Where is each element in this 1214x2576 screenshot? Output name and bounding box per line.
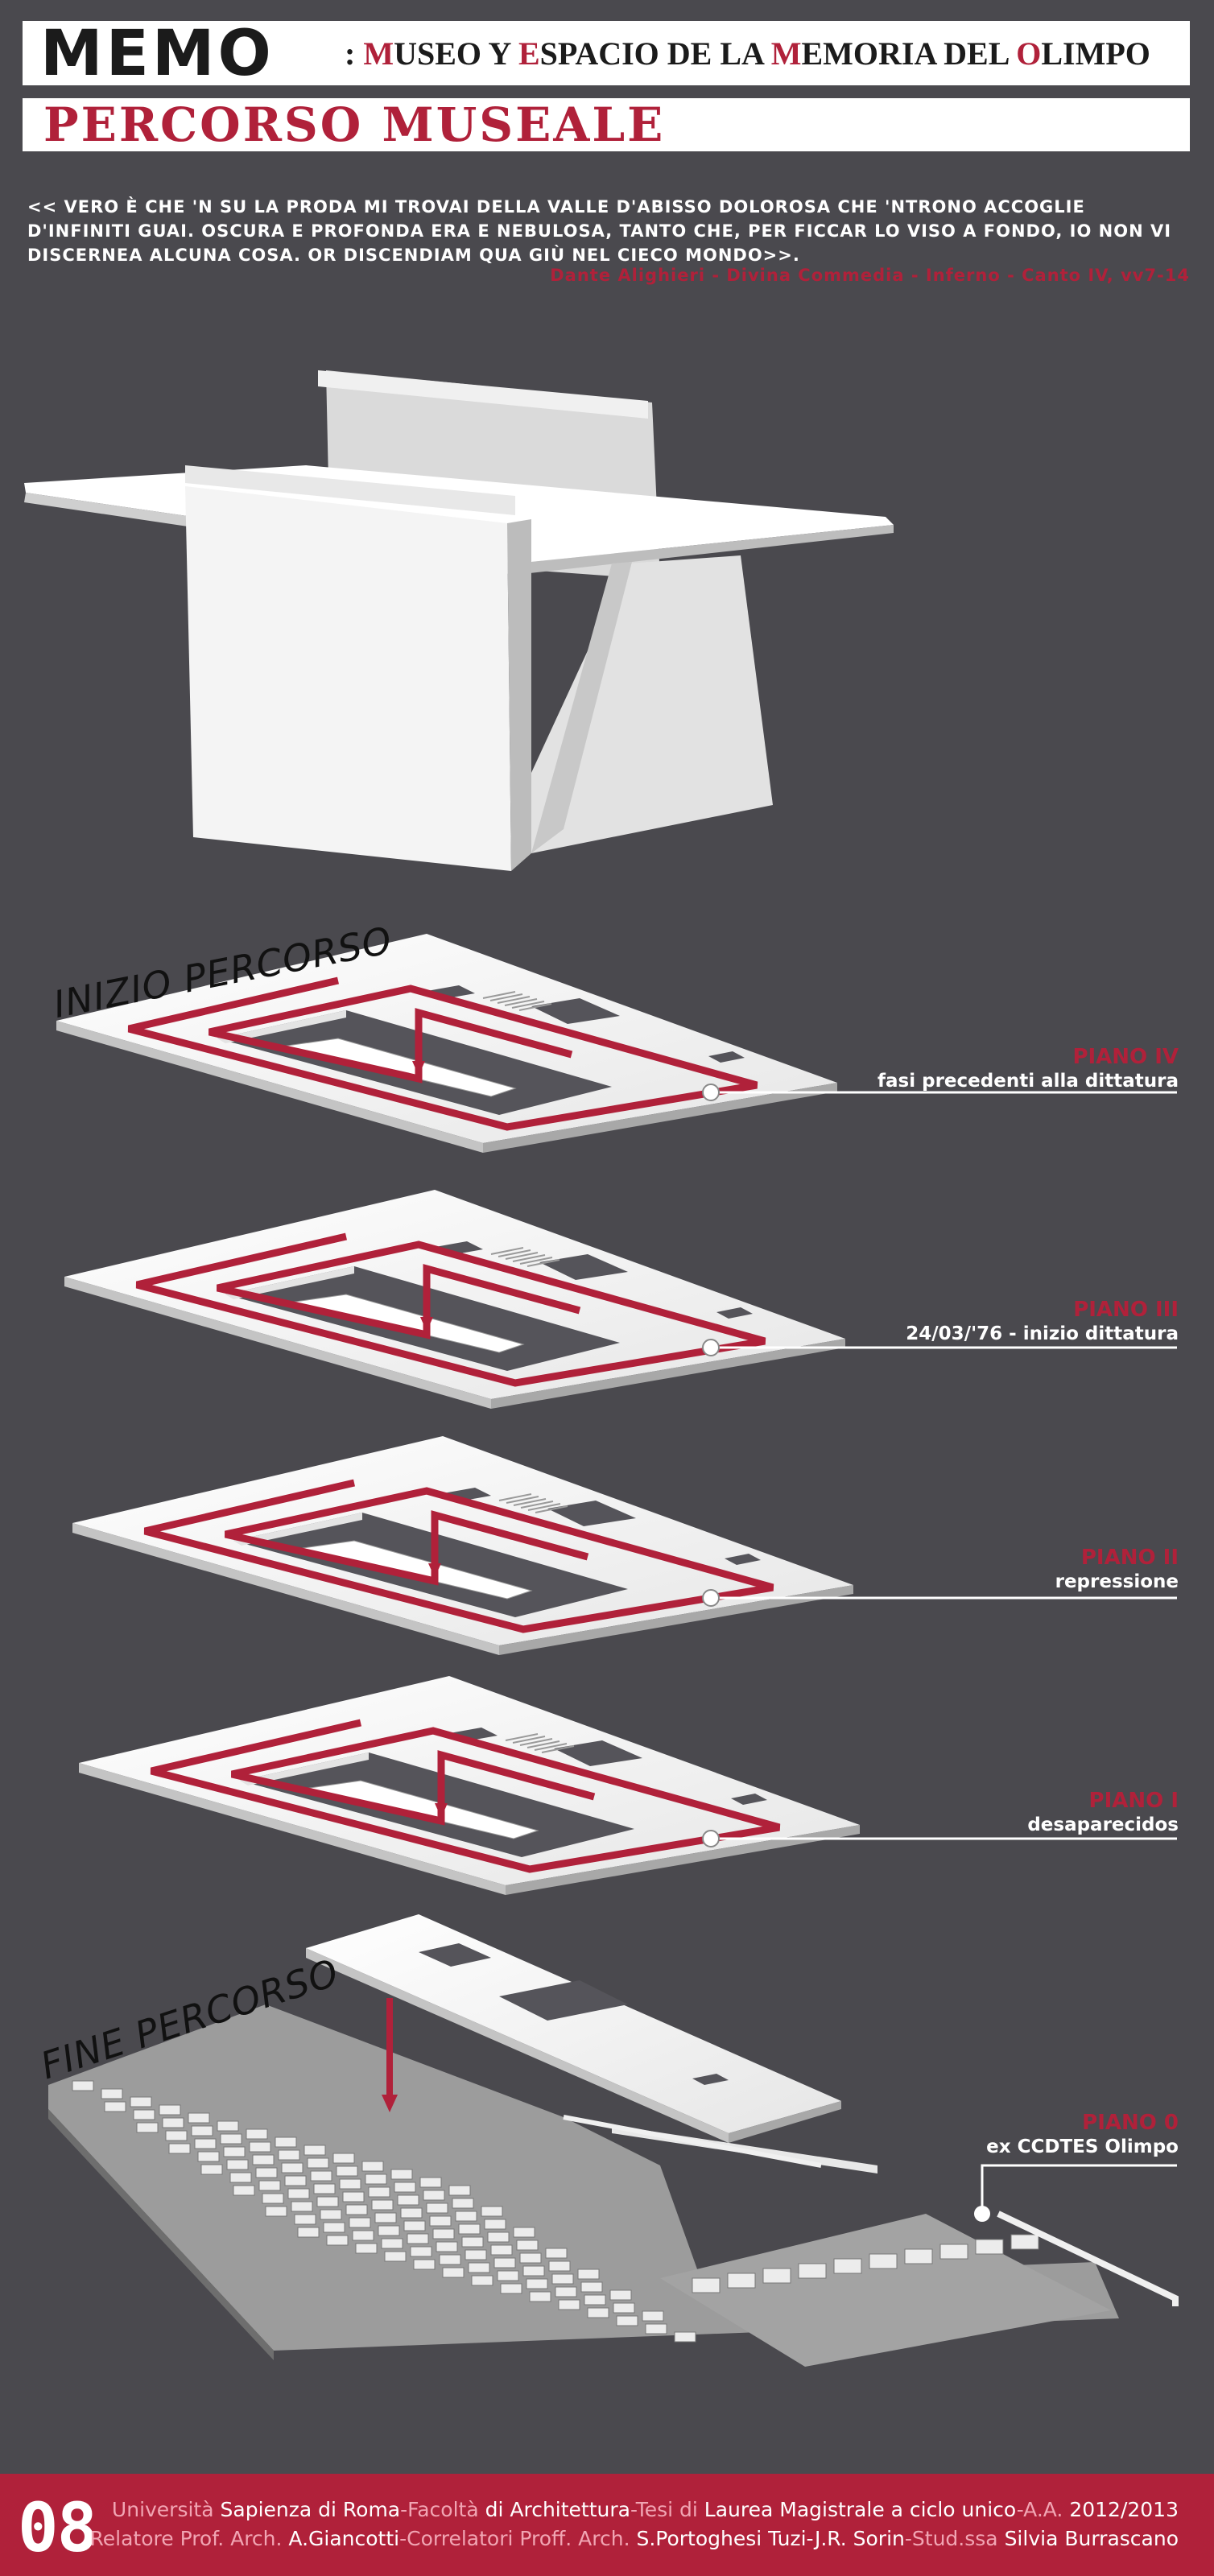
slab-piano-ii [72,1436,853,1655]
floor-label-piano-0: PIANO 0 [1082,2111,1179,2135]
slab-piano-iii [64,1190,845,1409]
section-title: PERCORSO MUSEALE [43,97,666,152]
floor-desc-piano-0: ex CCDTES Olimpo [986,2136,1179,2157]
leader-dot [702,1084,720,1101]
ground-plan-ccdtes [48,2004,1179,2367]
footer-credits-line2: Relatore Prof. Arch. A.Giancotti-Correla… [90,2527,1179,2550]
subtitle-word: EMORIA DEL [801,35,1017,72]
floor-desc-piano-ii: repressione [1055,1571,1179,1592]
subtitle-word: LIMPO [1041,35,1150,72]
slab-piano-iv [56,934,837,1153]
credit-fragment: -Stud.ssa [904,2527,1005,2550]
quote-source: Dante Alighieri - Divina Commedia - Infe… [550,266,1190,285]
subtitle-initial: M [363,35,394,72]
credit-fragment: -Correlatori Proff. Arch. [399,2527,637,2550]
credit-fragment: -A.A. [1016,2498,1070,2521]
subtitle-initial: E [518,35,540,72]
subtitle-prefix: : [345,35,364,72]
memo-subtitle: : MUSEO Y ESPACIO DE LA MEMORIA DEL OLIM… [345,35,1150,72]
credit-fragment: Università [111,2498,221,2521]
leader-dot [702,1339,720,1356]
credit-fragment: S.Portoghesi Tuzi-J.R. Sorin [636,2527,905,2550]
floor-leader-lines [702,1084,1177,2222]
subtitle-initial: O [1016,35,1042,72]
footer-band: 08 Università Sapienza di Roma-Facoltà d… [0,2474,1214,2576]
subtitle-word: USEO Y [394,35,518,72]
credit-fragment: 2012/2013 [1069,2498,1179,2521]
page-number: 08 [18,2488,97,2567]
floor-label-piano-iii: PIANO III [1073,1298,1179,1322]
floor-desc-piano-iii: 24/03/'76 - inizio dittatura [906,1323,1179,1344]
header-band-percorso: PERCORSO MUSEALE [23,98,1190,151]
header-band-memo: MEMO : MUSEO Y ESPACIO DE LA MEMORIA DEL… [23,21,1190,85]
credit-fragment: Silvia Burrascano [1004,2527,1179,2550]
floor-label-piano-ii: PIANO II [1080,1546,1179,1570]
floor-desc-piano-i: desaparecidos [1027,1814,1179,1835]
dante-quote: << VERO È CHE 'N SU LA PRODA MI TROVAI D… [27,197,1172,265]
credit-fragment: -Facoltà [400,2498,485,2521]
floor-slabs [48,934,1179,2367]
subtitle-word: SPACIO DE LA [539,35,771,72]
credit-fragment: di Architettura [485,2498,630,2521]
memo-title: MEMO [40,18,275,90]
leader-dot [702,1830,720,1847]
leader-dot [974,2206,990,2222]
building-model [24,370,894,871]
credit-fragment: -Tesi di [630,2498,704,2521]
leader-dot [702,1589,720,1607]
footer-credits-line1: Università Sapienza di Roma-Facoltà di A… [112,2498,1179,2521]
credit-fragment: Relatore Prof. Arch. [89,2527,289,2550]
floor-desc-piano-iv: fasi precedenti alla dittatura [877,1071,1179,1092]
credit-fragment: Sapienza di Roma [220,2498,401,2521]
floor-label-piano-iv: PIANO IV [1072,1045,1179,1069]
museum-axonometric-drawing [24,370,1179,2367]
floor-label-piano-i: PIANO I [1088,1789,1179,1813]
credit-fragment: A.Giancotti [288,2527,400,2550]
slab-piano-i [79,1676,860,1895]
subtitle-initial: M [770,35,802,72]
credit-fragment: Laurea Magistrale a ciclo unico [704,2498,1017,2521]
